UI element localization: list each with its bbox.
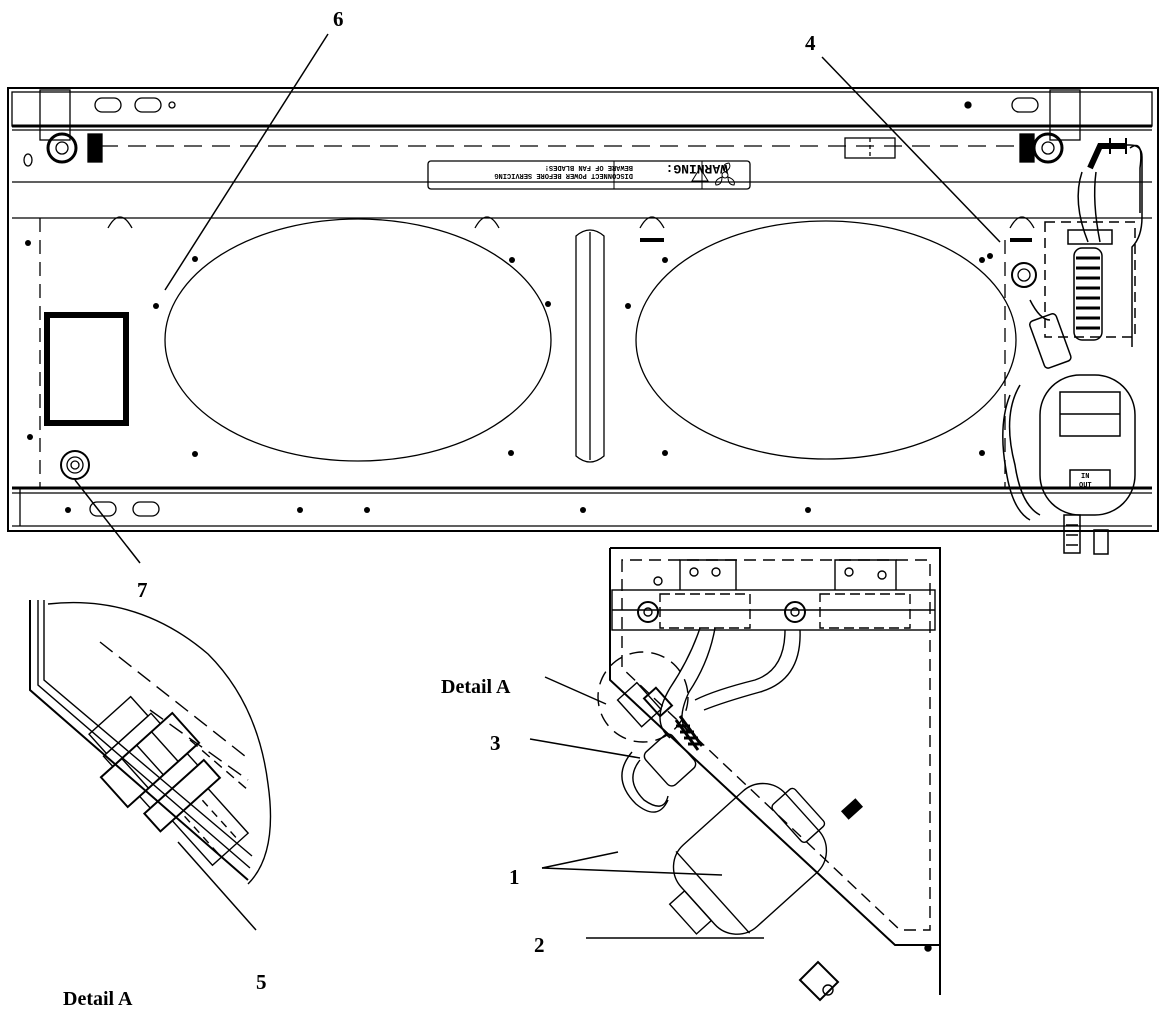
- rectangular-opening: [44, 312, 129, 426]
- detail-a-circle: [597, 651, 689, 743]
- decal-warning-text: WARNING:: [666, 161, 728, 176]
- callout-6: 6: [333, 7, 344, 31]
- callout-5: 5: [256, 970, 267, 994]
- detail-a-inset: [29, 600, 272, 885]
- leader-7: [74, 479, 141, 564]
- leader-3: [529, 738, 641, 759]
- leader-lines: [74, 33, 1001, 939]
- center-rib: [575, 229, 605, 463]
- fastener-holes: [25, 240, 993, 513]
- condenser-panel-top-view: [7, 87, 1159, 532]
- drier-label-in: IN: [1081, 473, 1089, 481]
- decal-line-2: BEWARE OF FAN BLADES!: [545, 163, 633, 171]
- top-rail: [11, 91, 1153, 127]
- callout-2: 2: [534, 933, 545, 957]
- leader-4: [821, 56, 1001, 243]
- leader-5: [177, 841, 257, 931]
- leader-1b: [541, 867, 723, 876]
- panel-outer-frame: [7, 87, 1159, 532]
- leader-6: [164, 33, 329, 291]
- receiver-drier-assembly: IN OUT: [1002, 138, 1143, 555]
- fan-symbol-icon: [715, 162, 735, 186]
- side-view: [597, 547, 941, 1002]
- grommet-7: [60, 450, 90, 480]
- fan-opening-right: [635, 220, 1017, 460]
- grommet-4: [1011, 262, 1037, 288]
- callout-detail-a-inset: Detail A: [63, 988, 133, 1010]
- leader-detail-a: [544, 676, 607, 705]
- callout-detail-a-main: Detail A: [441, 676, 511, 698]
- warning-decal: WARNING: DISCONNECT POWER BEFORE SERVICI…: [427, 160, 751, 190]
- callout-4: 4: [805, 31, 816, 55]
- decal-line-1: DISCONNECT POWER BEFORE SERVICING: [494, 171, 633, 179]
- callout-7: 7: [137, 578, 148, 602]
- fan-opening-left: [164, 218, 552, 462]
- callout-labels: 6 4 7 Detail A 3 1 2 5 Detail A: [63, 7, 816, 1010]
- drier-label-out: OUT: [1079, 482, 1092, 490]
- leader-1a: [541, 851, 619, 869]
- callout-3: 3: [490, 731, 501, 755]
- callout-1: 1: [509, 865, 520, 889]
